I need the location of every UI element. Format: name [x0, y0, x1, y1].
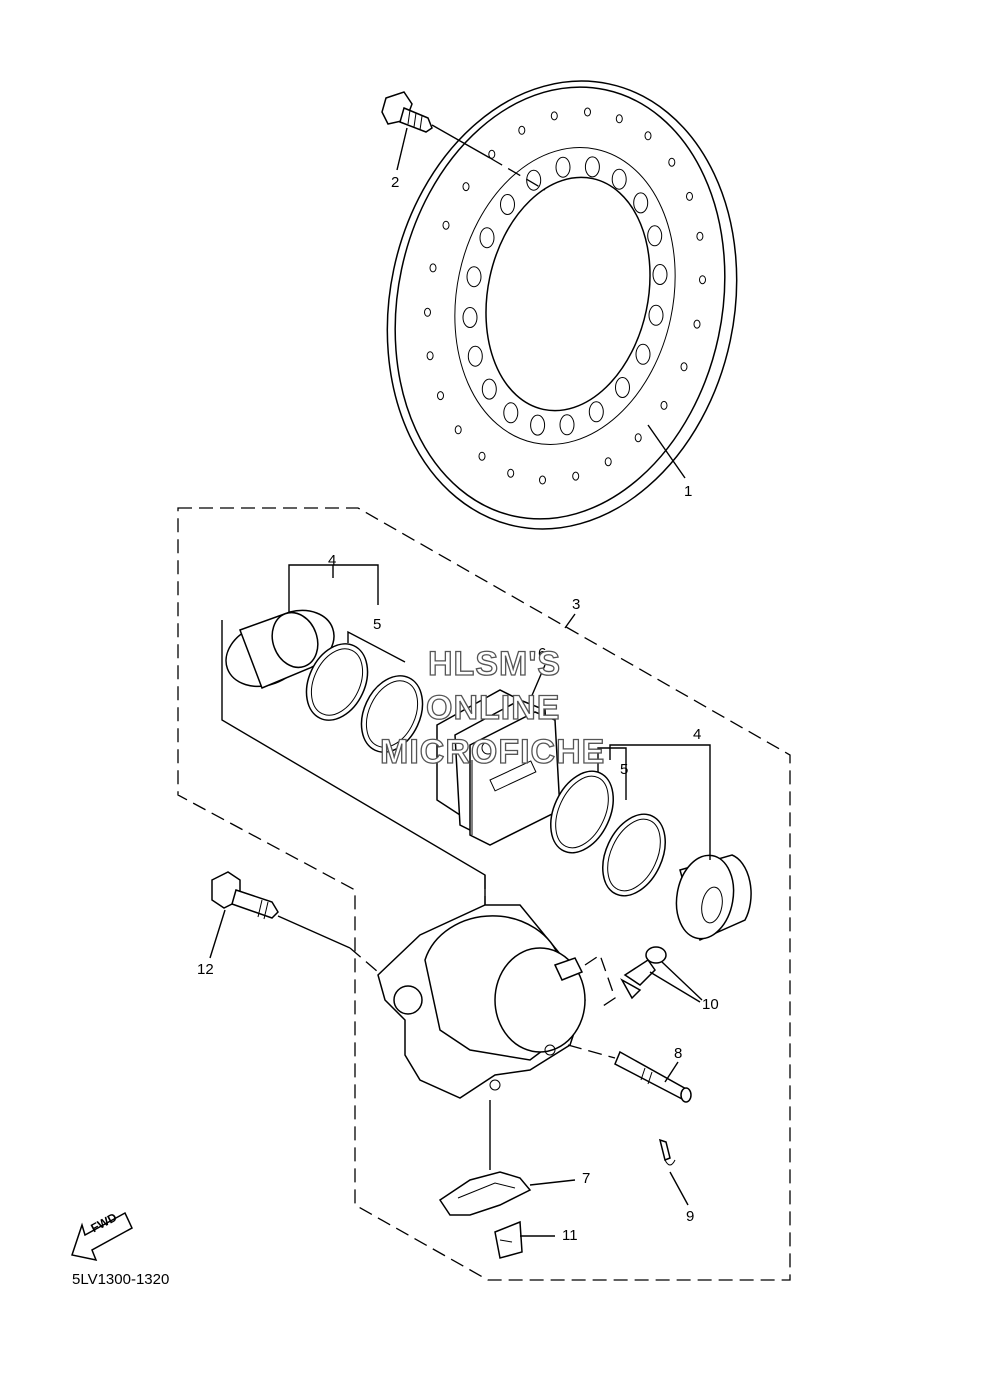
disc-hole	[429, 263, 437, 273]
disc-hole	[644, 131, 652, 141]
disc-hole	[648, 304, 664, 326]
pad-clip	[494, 1220, 523, 1259]
watermark-line-3: MICROFICHE	[379, 732, 606, 771]
brake-pads	[436, 664, 561, 846]
callout-6[interactable]: 6	[538, 645, 547, 662]
callout-3[interactable]: 3	[572, 596, 581, 613]
part-code: 5LV1300-1320	[72, 1271, 170, 1288]
watermark-line-2: ONLINE	[425, 688, 561, 727]
disc-hole	[699, 275, 706, 285]
disc-hole	[680, 362, 688, 372]
disc-hole	[584, 107, 591, 117]
disc-hole	[479, 227, 495, 249]
disc-hole	[686, 191, 693, 201]
callout-4-left[interactable]: 4	[328, 552, 337, 569]
disc-hole	[518, 125, 526, 135]
caliper-body	[377, 904, 586, 1099]
bleeder-valve	[620, 946, 667, 1000]
disc-hole	[555, 156, 571, 178]
callout-9[interactable]: 9	[686, 1208, 695, 1225]
watermark-line-1: HLSM'S	[427, 644, 562, 683]
callout-1[interactable]: 1	[684, 483, 693, 500]
caliper-pin	[614, 1050, 692, 1103]
disc-hole	[467, 345, 483, 367]
callout-8[interactable]: 8	[674, 1045, 683, 1062]
disc-hole	[615, 114, 623, 124]
disc-hole	[426, 351, 434, 361]
brake-disc	[386, 80, 738, 530]
piston-seal-left-2	[360, 675, 424, 753]
disc-hole	[530, 414, 546, 436]
disc-hole	[500, 194, 515, 215]
disc-hole	[696, 231, 704, 241]
disc-hole	[437, 391, 444, 401]
fwd-arrow-icon	[71, 1211, 133, 1262]
disc-hole	[635, 343, 651, 365]
disc-hole	[539, 475, 546, 485]
disc-hole	[660, 400, 668, 410]
callout-11[interactable]: 11	[562, 1227, 578, 1244]
disc-hole	[668, 157, 676, 167]
disc-hole	[615, 377, 630, 398]
callout-10[interactable]: 10	[702, 996, 719, 1013]
callout-5-right[interactable]: 5	[620, 761, 629, 778]
callout-2[interactable]: 2	[391, 174, 400, 191]
disc-hole	[584, 156, 600, 178]
piston-seal-right-2	[602, 813, 666, 897]
disc-bolt	[381, 91, 433, 133]
caliper-bolt	[211, 871, 279, 920]
disc-hole	[507, 468, 515, 478]
callout-5-left[interactable]: 5	[373, 616, 382, 633]
disc-hole	[462, 182, 470, 192]
disc-hole	[588, 401, 604, 423]
disc-hole	[634, 433, 642, 443]
disc-hole	[550, 111, 558, 121]
disc-hole	[652, 264, 668, 285]
disc-hole	[454, 425, 462, 435]
disc-hole	[633, 192, 649, 214]
disc-hole	[647, 225, 663, 247]
disc-hole	[478, 451, 486, 461]
piston-seal-left-1	[305, 643, 369, 721]
disc-hole	[481, 378, 497, 400]
piston-seal-right-1	[550, 770, 614, 854]
disc-hole	[693, 319, 701, 329]
callout-7[interactable]: 7	[582, 1170, 591, 1187]
disc-hole	[611, 168, 627, 190]
piston-right	[675, 854, 752, 942]
disc-hole	[572, 471, 580, 481]
disc-hole	[559, 414, 575, 436]
piston-left	[225, 609, 335, 689]
callout-12[interactable]: 12	[197, 961, 214, 978]
disc-hole	[503, 402, 519, 424]
disc-hole	[424, 307, 431, 317]
disc-hole	[466, 266, 482, 288]
pin-clip	[658, 1138, 676, 1166]
disc-hole	[442, 220, 450, 230]
disc-hole	[604, 457, 612, 467]
disc-hole	[462, 307, 478, 328]
pad-spring	[438, 1171, 532, 1216]
callout-4-right[interactable]: 4	[693, 726, 702, 743]
disc-hole	[526, 169, 542, 191]
